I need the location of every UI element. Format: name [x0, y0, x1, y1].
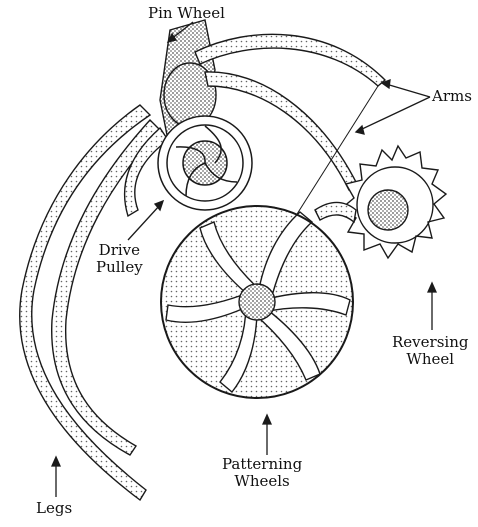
label-pin-wheel: Pin Wheel [148, 5, 225, 22]
label-patterning-wheels-line1: Patterning [222, 456, 302, 473]
patterning-wheel [161, 206, 353, 398]
legs [20, 105, 168, 500]
label-patterning-wheels-line2: Wheels [222, 473, 302, 490]
label-reversing-wheel-line1: Reversing [392, 334, 468, 351]
label-patterning-wheels: Patterning Wheels [222, 456, 302, 490]
label-reversing-wheel: Reversing Wheel [392, 334, 468, 368]
drive-pulley [158, 116, 252, 210]
label-arms: Arms [432, 88, 472, 105]
label-reversing-wheel-line2: Wheel [392, 351, 468, 368]
leg-middle [52, 120, 160, 455]
label-drive-pulley: Drive Pulley [96, 242, 143, 276]
label-drive-pulley-line1: Drive [96, 242, 143, 259]
label-drive-pulley-line2: Pulley [96, 259, 143, 276]
label-legs: Legs [36, 500, 72, 517]
